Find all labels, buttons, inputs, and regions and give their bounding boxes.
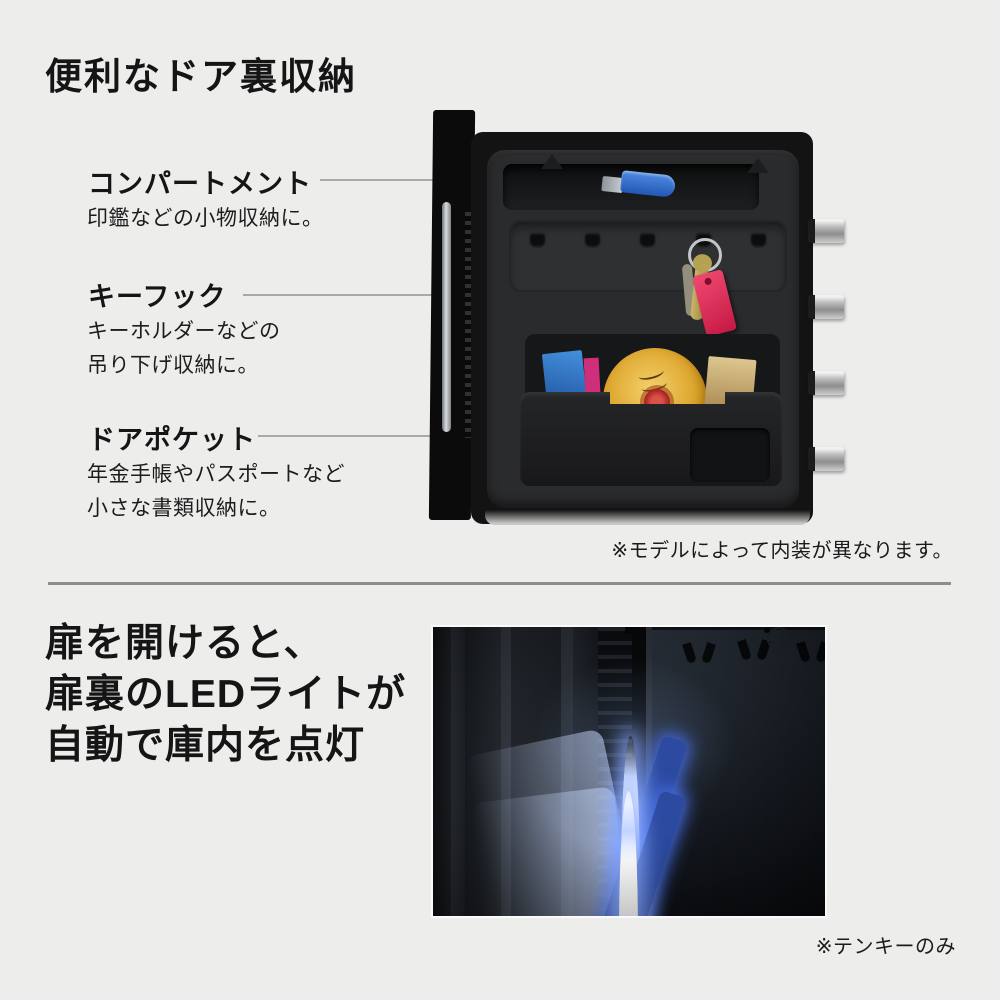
callout-label-door-pocket: ドアポケット	[88, 425, 256, 455]
callout-label-key-hook: キーフック	[88, 282, 227, 312]
desc-line: 吊り下げ収納に。	[87, 354, 259, 377]
locking-bolt	[808, 447, 844, 471]
photo-vignette	[433, 627, 825, 916]
led-heading: 扉を開けると、 扉裏のLEDライトが 自動で庫内を点灯	[45, 618, 406, 771]
pocket-recess	[690, 428, 770, 482]
tray-molding	[541, 154, 563, 169]
led-interior-photo	[433, 627, 825, 916]
locking-bolt	[808, 219, 844, 243]
led-note: ※テンキーのみ	[815, 936, 956, 958]
safe-door-photo	[425, 106, 890, 526]
callout-desc-door-pocket: 年金手帳やパスポートなど 小さな書類収納に。	[87, 458, 345, 526]
callout-label-compartment: コンパートメント	[88, 169, 312, 199]
desc-line: 小さな書類収納に。	[87, 497, 281, 520]
floor-reflection	[485, 510, 810, 525]
key-hook-rail	[509, 220, 787, 292]
desc-line: 年金手帳やパスポートなど	[87, 463, 345, 486]
key-hook	[585, 232, 600, 245]
locking-bolt	[808, 371, 844, 395]
led-heading-line: 扉を開けると、	[45, 622, 324, 665]
led-heading-line: 扉裏のLEDライトが	[45, 673, 407, 716]
key-hook	[530, 232, 545, 245]
tray-molding	[747, 158, 769, 173]
led-heading-line: 自動で庫内を点灯	[45, 724, 366, 767]
locking-bolt	[808, 295, 844, 319]
key-hook	[751, 232, 766, 245]
storage-note: ※モデルによって内装が異なります。	[611, 540, 953, 562]
page-title: 便利なドア裏収納	[45, 56, 357, 97]
key-hook	[640, 232, 655, 245]
callout-desc-compartment: 印鑑などの小物収納に。	[87, 207, 324, 230]
section-divider	[48, 582, 951, 585]
desc-line: キーホルダーなどの	[87, 320, 281, 343]
hinge-rod	[442, 202, 451, 432]
callout-desc-key-hook: キーホルダーなどの 吊り下げ収納に。	[87, 315, 281, 383]
